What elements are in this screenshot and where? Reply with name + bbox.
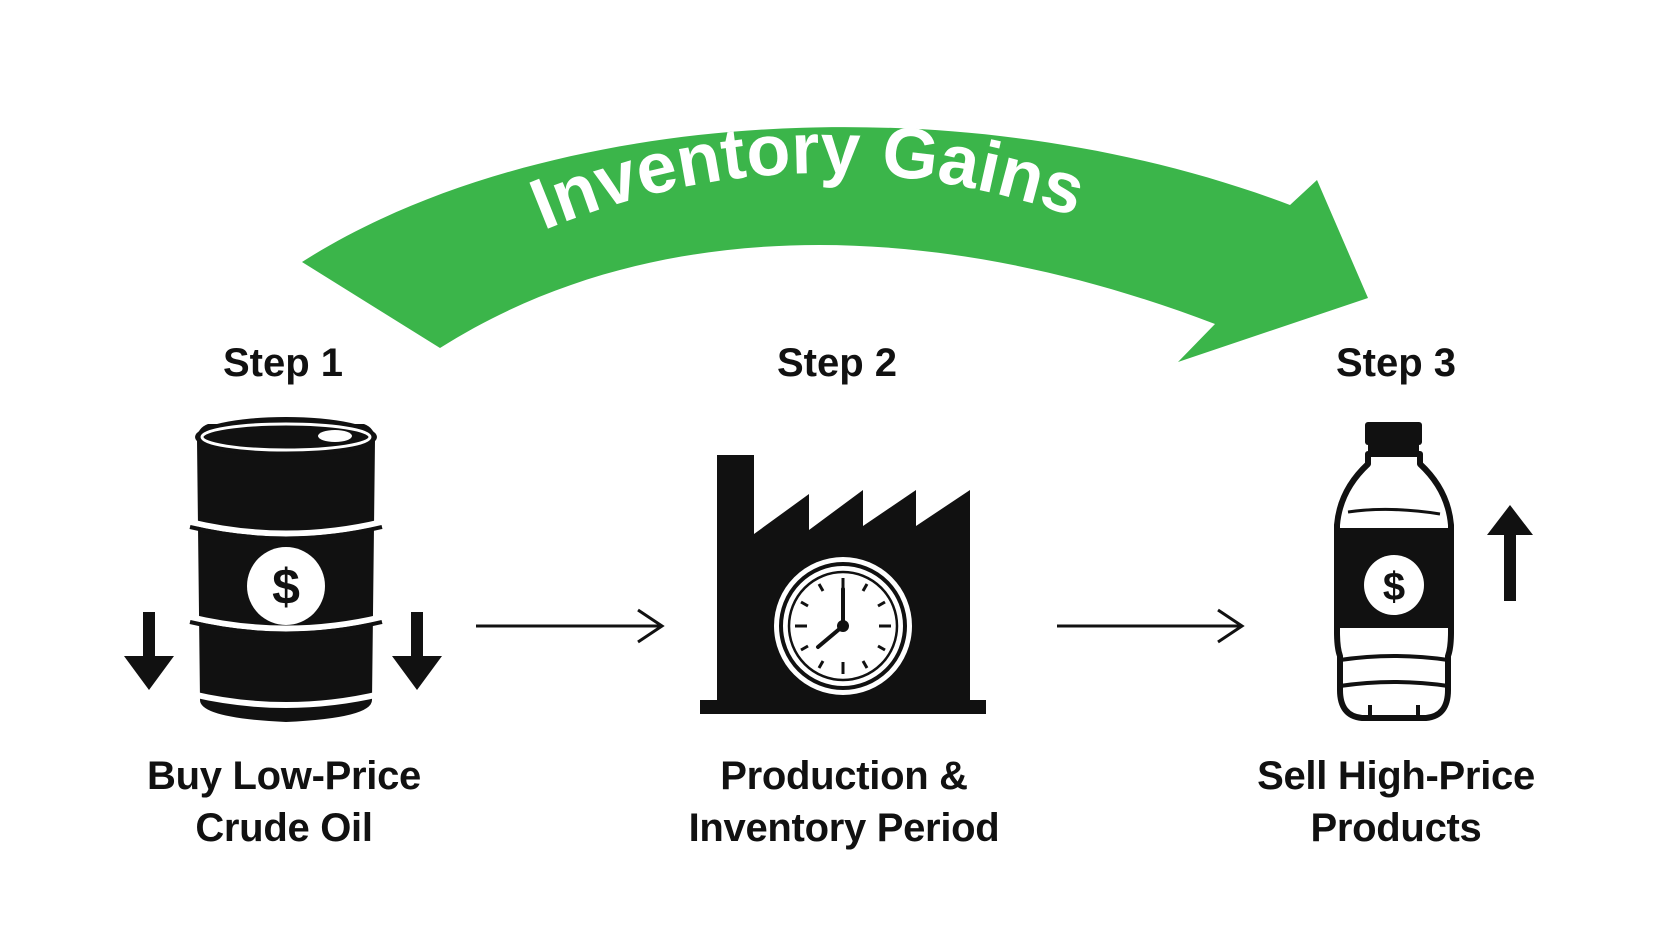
factory-clock-icon [700, 455, 986, 714]
svg-text:$: $ [1383, 565, 1405, 609]
oil-barrel-dollar-icon: $ [189, 417, 383, 722]
step-2-caption: Production & Inventory Period [634, 750, 1054, 854]
price-down-arrow-left-icon [124, 612, 174, 690]
step-1-caption-line-1: Buy Low-Price [147, 754, 421, 798]
dollar-badge [247, 547, 325, 625]
svg-text:$: $ [272, 559, 300, 615]
step-3-caption: Sell High-Price Products [1196, 750, 1596, 854]
step-1-caption-line-2: Crude Oil [195, 806, 373, 850]
step-2-caption-line-2: Inventory Period [688, 806, 1000, 850]
step-2-caption-line-1: Production & [720, 754, 968, 798]
step-3-title: Step 3 [1335, 341, 1457, 385]
step-1-caption: Buy Low-Price Crude Oil [104, 750, 464, 854]
step2-to-step3-arrow [1057, 608, 1245, 644]
step-2-title: Step 2 [776, 341, 898, 385]
step-3-caption-line-2: Products [1310, 806, 1482, 850]
step1-to-step2-arrow [476, 608, 665, 644]
inventory-gains-arrow [302, 127, 1368, 362]
price-down-arrow-right-icon [392, 612, 442, 690]
bottle-dollar-icon: $ [1334, 422, 1454, 721]
step-1-title: Step 1 [222, 341, 344, 385]
price-up-arrow-icon [1487, 505, 1533, 601]
step-3-caption-line-1: Sell High-Price [1257, 754, 1535, 798]
